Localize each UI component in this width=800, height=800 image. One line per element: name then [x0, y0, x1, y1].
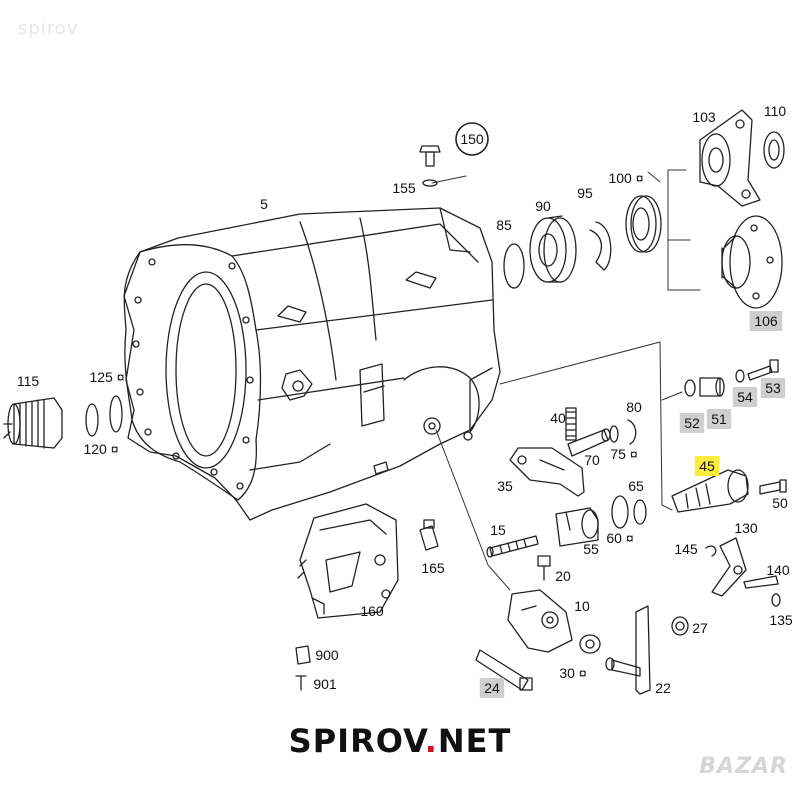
part-label-20[interactable]: 20 — [555, 568, 571, 584]
bracket-130[interactable] — [711, 537, 747, 597]
selector-lever-22[interactable] — [605, 605, 651, 695]
part-label-140[interactable]: 140 — [766, 562, 790, 578]
part-label-100[interactable]: 100 ¤ — [608, 170, 643, 186]
part-label-60[interactable]: 60 ¤ — [606, 530, 633, 546]
part-label-70[interactable]: 70 — [584, 452, 600, 468]
circlip-80[interactable] — [627, 419, 637, 445]
retaining-ring-95[interactable] — [589, 221, 612, 271]
part-label-120[interactable]: 120 ¤ — [83, 441, 118, 457]
corner-logo: BAZAR — [699, 754, 788, 779]
part-label-80[interactable]: 80 — [626, 399, 642, 415]
part-label-22[interactable]: 22 — [655, 680, 671, 696]
part-label-900[interactable]: 900 — [315, 647, 339, 663]
brand-name: SPIROV — [288, 722, 425, 760]
part-label-103[interactable]: 103 — [692, 109, 716, 125]
part-label-110[interactable]: 110 — [764, 103, 787, 119]
part-label-15[interactable]: 15 — [490, 522, 506, 538]
o-ring-52[interactable] — [684, 379, 696, 397]
part-label-5[interactable]: 5 — [260, 196, 268, 212]
part-label-45[interactable]: 45 — [699, 458, 715, 474]
part-label-55[interactable]: 55 — [583, 541, 599, 557]
part-label-10[interactable]: 10 — [574, 598, 590, 614]
watermark-text: spirov — [18, 18, 79, 39]
part-label-165[interactable]: 165 — [421, 560, 445, 576]
bolt-140[interactable] — [743, 575, 779, 589]
seal-ring-110[interactable] — [763, 131, 785, 169]
part-label-50[interactable]: 50 — [772, 495, 788, 511]
selector-plate-10[interactable] — [507, 589, 573, 653]
part-label-135[interactable]: 135 — [769, 612, 793, 628]
brand-dot: . — [424, 722, 438, 760]
ring-65[interactable] — [633, 499, 647, 525]
part-highlight-52 — [679, 413, 705, 433]
part-label-24[interactable]: 24 — [484, 680, 500, 696]
position-sensor-45[interactable] — [671, 469, 749, 513]
snap-ring-85[interactable] — [503, 243, 525, 289]
brand-tld: NET — [437, 722, 512, 760]
part-label-115[interactable]: 115 — [17, 373, 40, 389]
part-label-53[interactable]: 53 — [765, 380, 781, 396]
seal-900[interactable] — [295, 645, 311, 665]
bearing-90[interactable] — [529, 215, 577, 283]
ring-75[interactable] — [609, 425, 619, 443]
part-label-106[interactable]: 106 — [754, 313, 778, 329]
bolt-20[interactable] — [537, 555, 551, 581]
part-label-130[interactable]: 130 — [734, 520, 758, 536]
ring-60[interactable] — [611, 495, 629, 529]
part-label-145[interactable]: 145 — [674, 541, 698, 557]
part-highlight-45 — [694, 456, 720, 476]
connector-165[interactable] — [419, 519, 439, 551]
o-ring-120[interactable] — [85, 403, 99, 437]
washer-135[interactable] — [771, 593, 781, 607]
flange-103[interactable] — [699, 109, 761, 207]
screw-53[interactable] — [747, 359, 779, 381]
washer-54[interactable] — [735, 369, 745, 383]
selector-shaft-24[interactable] — [475, 649, 533, 691]
part-label-125[interactable]: 125 ¤ — [89, 369, 124, 385]
part-label-155[interactable]: 155 — [392, 180, 416, 196]
part-highlight-54 — [732, 387, 758, 407]
part-label-90[interactable]: 90 — [535, 198, 551, 214]
part-label-901[interactable]: 901 — [313, 676, 337, 692]
detent-lever-35[interactable] — [509, 447, 585, 497]
part-label-65[interactable]: 65 — [628, 478, 644, 494]
part-label-51[interactable]: 51 — [711, 411, 727, 427]
part-label-54[interactable]: 54 — [737, 389, 753, 405]
part-label-160[interactable]: 160 — [360, 603, 384, 619]
part-label-52[interactable]: 52 — [684, 415, 700, 431]
part-label-40[interactable]: 40 — [550, 410, 566, 426]
electro-hydraulic-control-unit-160[interactable] — [297, 503, 399, 619]
selector-cam-55[interactable] — [555, 507, 599, 547]
transmission-housing[interactable] — [123, 207, 501, 521]
part-label-95[interactable]: 95 — [577, 185, 593, 201]
plug-51[interactable] — [699, 377, 725, 397]
part-label-75[interactable]: 75 ¤ — [610, 446, 637, 462]
part-label-150[interactable]: 150 — [460, 131, 484, 147]
part-highlight-24 — [479, 678, 505, 698]
breather-valve-part[interactable] — [419, 145, 441, 187]
detent-rod-15[interactable] — [486, 535, 539, 558]
nut-27[interactable] — [671, 616, 689, 636]
part-highlight-53 — [760, 378, 786, 398]
part-label-35[interactable]: 35 — [497, 478, 513, 494]
input-shaft-gear-115[interactable] — [3, 397, 63, 449]
o-ring-125[interactable] — [109, 395, 123, 433]
spring-145[interactable] — [705, 545, 717, 557]
part-label-27[interactable]: 27 — [692, 620, 708, 636]
part-highlight-106 — [749, 311, 783, 331]
part-label-30[interactable]: 30 ¤ — [559, 665, 586, 681]
part-label-85[interactable]: 85 — [496, 217, 512, 233]
companion-flange-106[interactable] — [721, 215, 783, 309]
pin-901[interactable] — [295, 675, 307, 691]
brand-logo: SPIROV.NET — [0, 722, 800, 760]
bolt-50[interactable] — [759, 479, 787, 495]
shaft-seal-100[interactable] — [625, 195, 662, 253]
spring-40[interactable] — [565, 407, 577, 441]
part-highlight-51 — [706, 409, 732, 429]
shaft-seal-30[interactable] — [579, 634, 601, 654]
